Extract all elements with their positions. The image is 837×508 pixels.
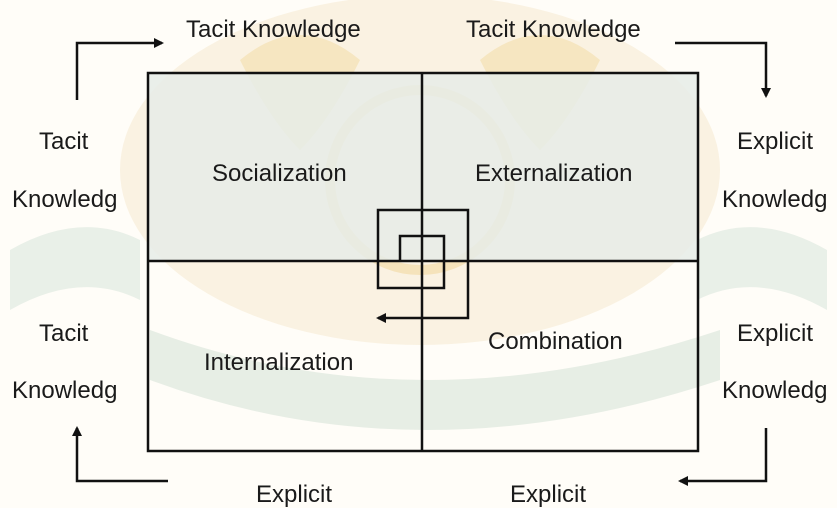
left-bottom-label-line2: Knowledg [12, 377, 118, 404]
bottom-left-label: Explicit [256, 481, 333, 508]
left-top-label-line2: Knowledg [12, 186, 118, 213]
left-top-label-line1: Tacit [39, 128, 89, 155]
quadrant-internalization: Internalization [204, 349, 354, 376]
top-left-label: Tacit Knowledge [186, 16, 361, 43]
right-top-label-line2: Knowledg [722, 186, 828, 213]
bottom-right-label: Explicit [510, 481, 587, 508]
bottom-right-arrow [678, 428, 768, 486]
right-bottom-label-line2: Knowledg [722, 377, 828, 404]
right-bottom-label-line1: Explicit [737, 320, 814, 347]
quadrant-combination: Combination [488, 328, 623, 355]
left-bottom-label-line1: Tacit [39, 320, 89, 347]
top-left-arrow [75, 38, 164, 100]
top-right-label: Tacit Knowledge [466, 16, 641, 43]
knowledge-spiral [376, 208, 470, 323]
top-right-arrow [675, 41, 771, 98]
quadrant-externalization: Externalization [475, 160, 633, 187]
right-top-label-line1: Explicit [737, 128, 814, 155]
quadrant-socialization: Socialization [212, 160, 347, 187]
bottom-left-arrow [72, 426, 168, 483]
